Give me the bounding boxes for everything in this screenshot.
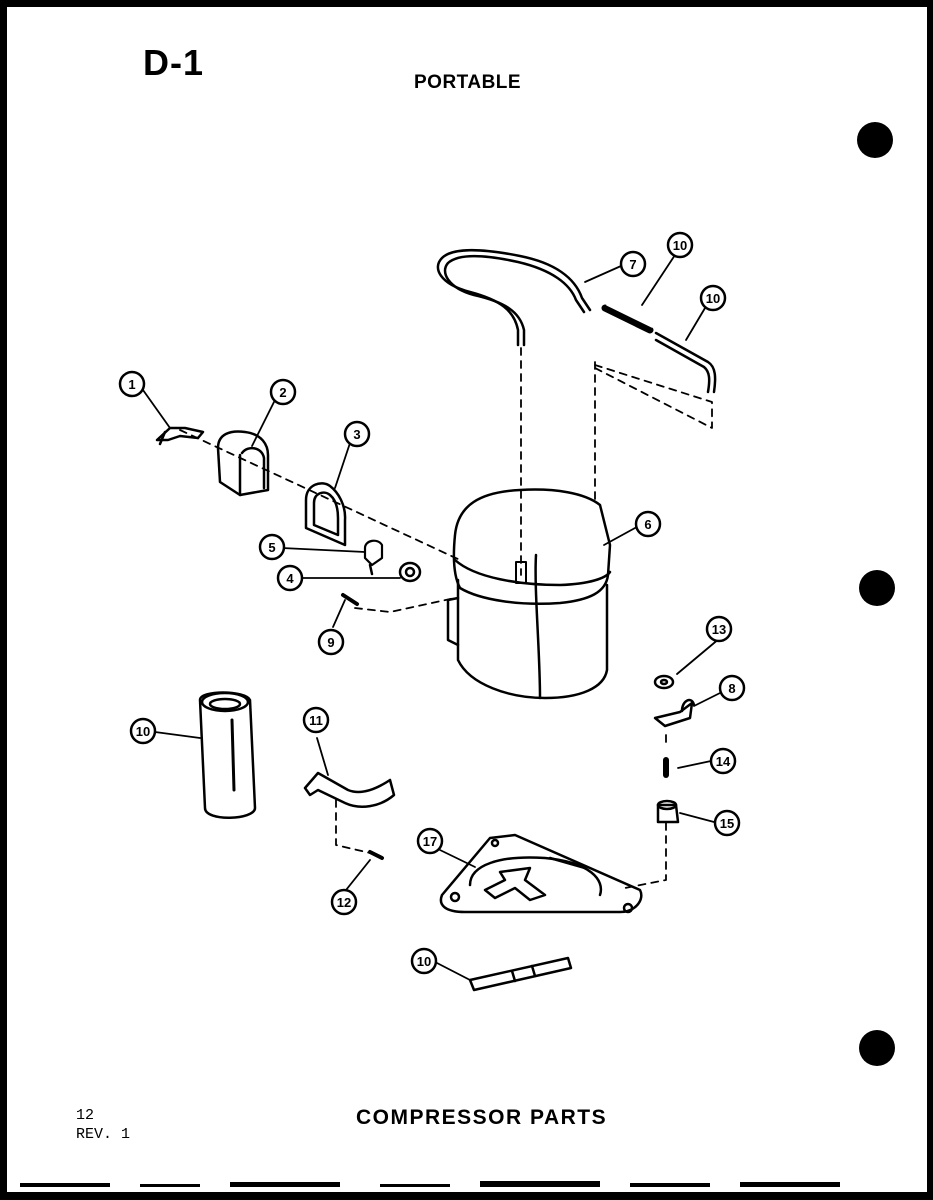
callout-9-label: 9 <box>327 635 334 650</box>
callout-10-tube: 10 <box>666 231 694 259</box>
strap <box>468 956 573 992</box>
callout-12: 12 <box>330 888 358 916</box>
revision-label: REV. 1 <box>76 1126 131 1143</box>
assembly-lines <box>179 347 713 889</box>
callout-6-label: 6 <box>644 517 651 532</box>
section-code: D-1 <box>143 42 205 83</box>
callout-10-hose-label: 10 <box>706 291 720 306</box>
callout-14-label: 14 <box>716 754 731 769</box>
callout-5-label: 5 <box>268 540 275 555</box>
callout-7-label: 7 <box>629 257 636 272</box>
bracket <box>653 698 696 728</box>
callout-11: 11 <box>302 706 330 734</box>
callout-17: 17 <box>416 827 444 855</box>
callout-13-label: 13 <box>712 622 726 637</box>
model-label: PORTABLE <box>414 72 522 93</box>
scan-edge-noise <box>20 1181 840 1187</box>
tube-segment <box>601 304 654 334</box>
callout-8: 8 <box>718 674 746 702</box>
callout-3: 3 <box>343 420 371 448</box>
discharge-tube <box>436 249 592 347</box>
callout-15-label: 15 <box>720 816 734 831</box>
callout-10-capacitor: 10 <box>129 717 157 745</box>
clip <box>155 426 205 446</box>
callout-10-hose: 10 <box>699 284 727 312</box>
callout-10-tube-label: 10 <box>673 238 687 253</box>
nut <box>653 674 675 690</box>
terminal-cover <box>216 430 270 497</box>
callout-bubbles: 1 2 3 5 4 9 6 <box>118 231 746 975</box>
callout-14: 14 <box>709 747 737 775</box>
page-number: 12 <box>76 1107 95 1124</box>
screw <box>341 593 359 606</box>
callout-1-label: 1 <box>128 377 135 392</box>
clamp-screw <box>368 850 384 860</box>
callout-12-label: 12 <box>337 895 351 910</box>
callout-2: 2 <box>269 378 297 406</box>
callout-4: 4 <box>276 564 304 592</box>
capacitor <box>198 691 257 819</box>
binder-hole-bottom <box>859 1030 895 1066</box>
binder-hole-middle <box>859 570 895 606</box>
grommet <box>398 561 422 583</box>
callout-7: 7 <box>619 250 647 278</box>
gasket <box>304 482 347 547</box>
callout-5: 5 <box>258 533 286 561</box>
callout-8-label: 8 <box>728 681 735 696</box>
callout-10-capacitor-label: 10 <box>136 724 150 739</box>
callout-2-label: 2 <box>279 385 286 400</box>
mounting-grommet <box>656 799 680 824</box>
hose <box>654 331 717 394</box>
callout-17-label: 17 <box>423 834 437 849</box>
capacitor-clamp <box>303 771 396 808</box>
leader-lines <box>142 254 723 981</box>
callout-3-label: 3 <box>353 427 360 442</box>
relay <box>363 539 384 576</box>
callout-9: 9 <box>317 628 345 656</box>
callout-10-strap-label: 10 <box>417 954 431 969</box>
binder-hole-top <box>857 122 893 158</box>
callout-11-label: 11 <box>309 713 323 728</box>
callout-13: 13 <box>705 615 733 643</box>
callout-6: 6 <box>634 510 662 538</box>
diagram-caption: COMPRESSOR PARTS <box>356 1106 608 1129</box>
base-plate <box>439 833 643 914</box>
compressor <box>446 488 612 700</box>
callout-15: 15 <box>713 809 741 837</box>
callout-10-strap: 10 <box>410 947 438 975</box>
callout-4-label: 4 <box>286 571 294 586</box>
callout-1: 1 <box>118 370 146 398</box>
